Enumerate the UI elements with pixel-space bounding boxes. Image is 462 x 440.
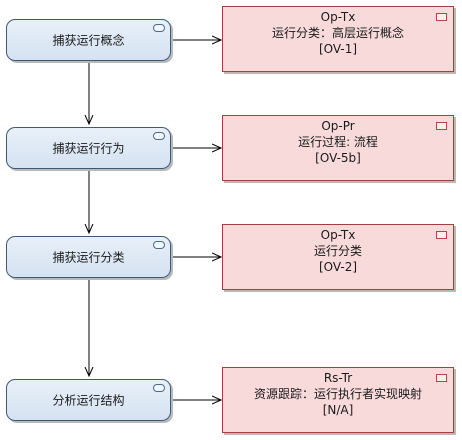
artifact-code: Op-Tx [320, 228, 356, 242]
artifact-code: Op-Pr [321, 119, 355, 133]
artifact-description: 运行分类 [313, 244, 362, 258]
activity-label: 捕获运行行为 [52, 141, 125, 156]
rake-icon [153, 241, 165, 249]
rake-icon [153, 384, 165, 392]
artifact-view: [OV-2] [318, 260, 358, 274]
artifact-op-tx-ov2[interactable]: Op-Tx 运行分类 [OV-2] [222, 224, 454, 290]
rake-icon [153, 132, 165, 140]
artifact-op-tx-ov1[interactable]: Op-Tx 运行分类：高层运行概念 [OV-1] [222, 6, 454, 72]
activity-label: 捕获运行分类 [52, 250, 125, 265]
artifact-code: Rs-Tr [323, 371, 353, 385]
artifact-view: [OV-1] [318, 42, 358, 56]
artifact-description: 运行分类：高层运行概念 [271, 26, 404, 40]
activity-analyze-operational-structure[interactable]: 分析运行结构 [6, 379, 171, 421]
rake-icon [153, 24, 165, 32]
artifact-op-pr-ov5b[interactable]: Op-Pr 运行过程: 流程 [OV-5b] [222, 115, 454, 181]
activity-capture-operational-behavior[interactable]: 捕获运行行为 [6, 127, 171, 169]
activity-label: 捕获运行概念 [52, 33, 125, 48]
activity-label: 分析运行结构 [52, 393, 125, 408]
artifact-description: 资源跟踪：运行执行者实现映射 [253, 387, 422, 401]
artifact-icon [436, 231, 447, 239]
artifact-icon [436, 374, 447, 382]
artifact-description: 运行过程: 流程 [298, 135, 378, 149]
artifact-view: [N/A] [322, 403, 354, 417]
artifact-icon [436, 122, 447, 130]
artifact-rs-tr[interactable]: Rs-Tr 资源跟踪：运行执行者实现映射 [N/A] [222, 367, 454, 433]
artifact-code: Op-Tx [320, 10, 356, 24]
artifact-view: [OV-5b] [315, 151, 361, 165]
activity-capture-operational-taxonomy[interactable]: 捕获运行分类 [6, 236, 171, 278]
artifact-icon [436, 13, 447, 21]
activity-capture-operational-concept[interactable]: 捕获运行概念 [6, 19, 171, 61]
